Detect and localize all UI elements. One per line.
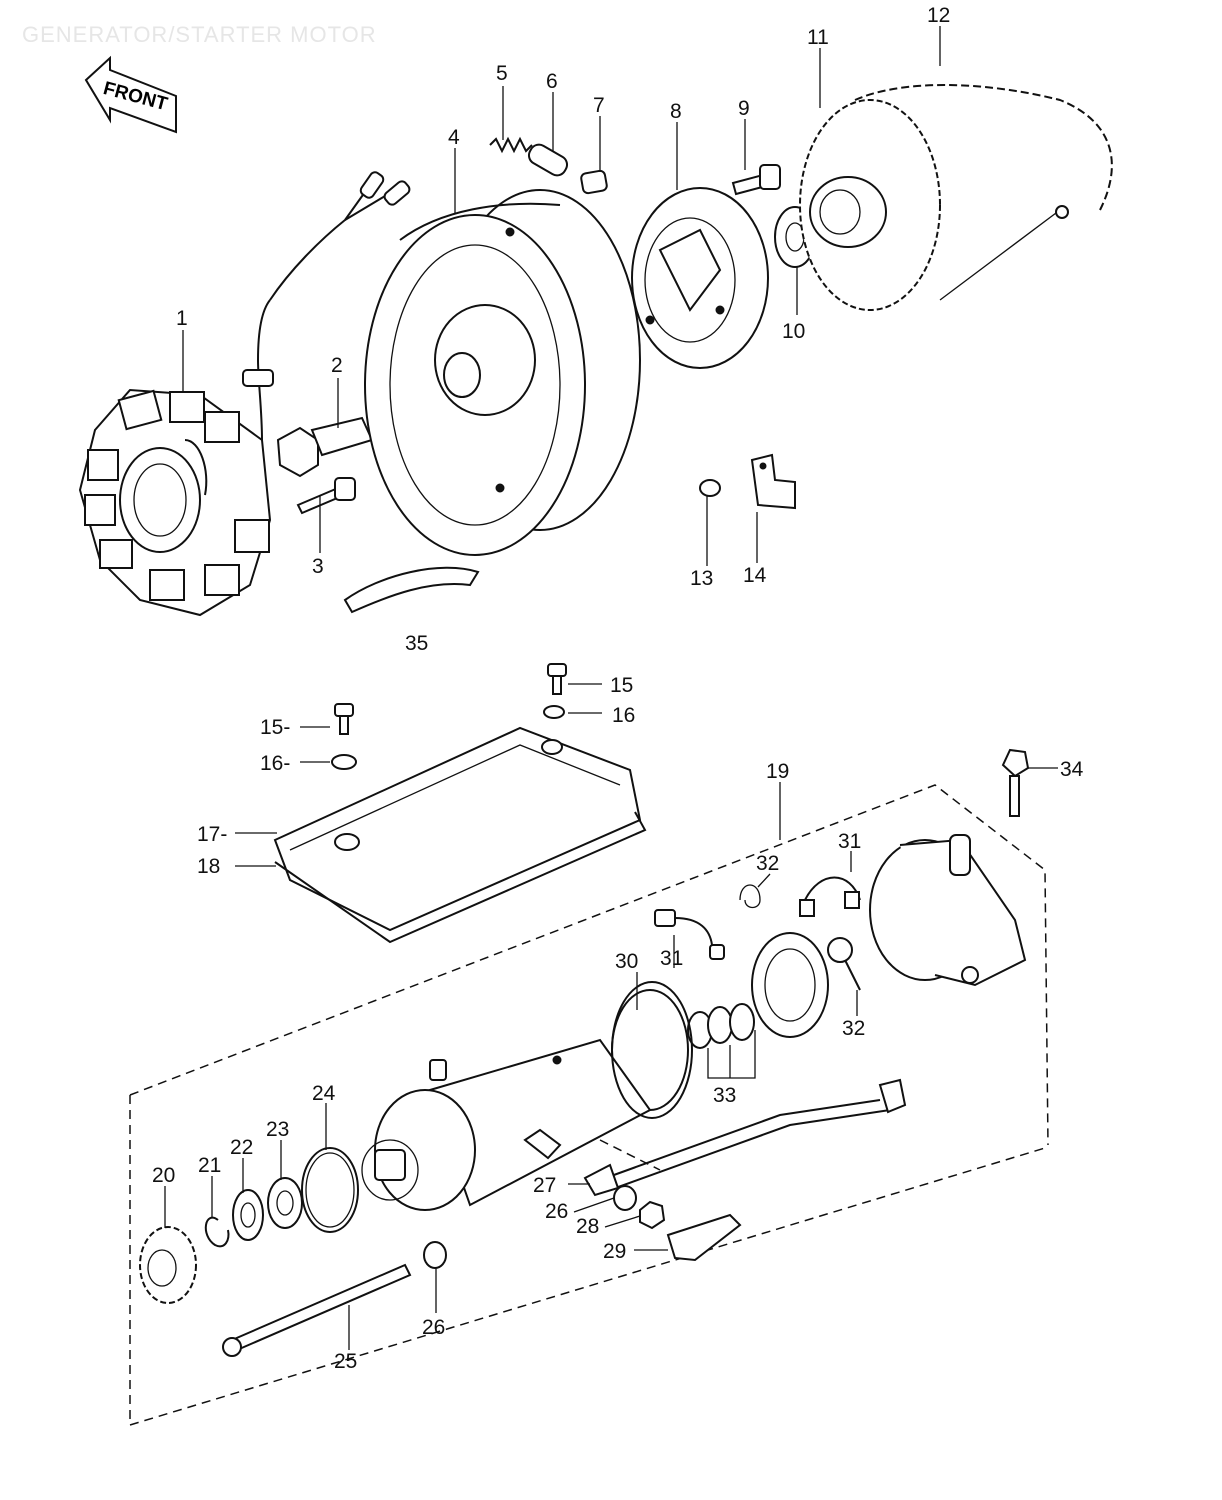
callout-1: 1	[176, 307, 188, 330]
callout-35: 35	[405, 632, 428, 655]
diagram-title: GENERATOR/STARTER MOTOR	[22, 22, 377, 47]
callout-13: 13	[690, 567, 713, 590]
drive-gear-part	[139, 1226, 197, 1304]
callout-22: 22	[230, 1136, 253, 1159]
callout-15-top: 15	[610, 674, 633, 697]
callout-26-right: 26	[545, 1200, 568, 1223]
brush-holder-part	[799, 876, 861, 917]
rotor-bolt-part	[276, 416, 374, 478]
callout-5: 5	[496, 62, 508, 85]
brush-plate-part	[751, 932, 829, 1038]
starter-cable-part	[583, 1078, 907, 1197]
front-arrow-icon: FRONT	[84, 55, 177, 134]
starter-motor-part	[361, 989, 689, 1211]
callout-14: 14	[743, 564, 767, 587]
bracket-bolt-part	[1001, 748, 1030, 817]
callout-32-top: 32	[756, 852, 779, 875]
cover-washer-part	[331, 705, 565, 770]
starter-end-cover-part	[869, 834, 1027, 987]
cap-part	[580, 169, 608, 195]
pin-part	[527, 143, 569, 177]
through-bolt-part	[222, 1263, 412, 1357]
chain-part	[854, 84, 1113, 301]
callout-12: 12	[927, 4, 950, 27]
callout-7: 7	[593, 94, 605, 117]
callout-15-left: 15-	[260, 716, 290, 739]
callout-10: 10	[782, 320, 805, 343]
callout-6: 6	[546, 70, 558, 93]
callout-33: 33	[713, 1084, 736, 1107]
cover-bolt-part	[334, 663, 567, 735]
starter-clutch-part	[631, 187, 769, 369]
cover-gasket-part	[274, 811, 647, 944]
tool-part	[343, 566, 480, 614]
starter-assembly-boundary	[129, 784, 1049, 1427]
callout-19: 19	[766, 760, 789, 783]
callout-17: 17-	[197, 823, 227, 846]
callout-18: 18	[197, 855, 220, 878]
brush-lead-part	[654, 909, 725, 960]
callout-16-left: 16-	[260, 752, 290, 775]
callout-31-mid: 31	[660, 947, 683, 970]
small-screw-part	[699, 479, 721, 497]
callout-16-top: 16	[612, 704, 635, 727]
callout-21: 21	[198, 1154, 221, 1177]
sprocket-part	[799, 99, 941, 311]
callout-20: 20	[152, 1164, 175, 1187]
callout-8: 8	[670, 100, 682, 123]
callout-9: 9	[738, 97, 750, 120]
shim-washer-part	[687, 1003, 755, 1049]
bracket-part	[750, 453, 796, 510]
leader-lines	[164, 26, 1058, 1350]
callout-32-mid: 32	[842, 1017, 865, 1040]
callout-2: 2	[331, 354, 343, 377]
stator-screw-part	[296, 477, 356, 515]
stator-wire-lead	[242, 171, 411, 441]
callout-34: 34	[1060, 758, 1084, 781]
callout-28: 28	[576, 1215, 599, 1238]
thrust-washer-part	[267, 1177, 303, 1229]
collar-part	[232, 1189, 264, 1241]
o-ring-large-part	[611, 981, 693, 1119]
callout-23: 23	[266, 1118, 289, 1141]
circlip-part	[204, 1216, 230, 1248]
callout-29: 29	[603, 1240, 626, 1263]
callout-30: 30	[615, 950, 638, 973]
callout-27: 27	[533, 1174, 556, 1197]
stator-part	[78, 388, 272, 617]
nut-part	[639, 1200, 666, 1230]
callout-26-bottom: 26	[422, 1316, 445, 1339]
terminal-boot-part	[666, 1213, 742, 1262]
spring-part	[489, 136, 533, 154]
callout-11: 11	[807, 26, 829, 49]
callout-31-top: 31	[838, 830, 861, 853]
callout-3: 3	[312, 555, 324, 578]
brush-spring-part	[739, 884, 861, 991]
callout-numbers: 1 2 3 4 5 6 7 8 9 10 11 12 13 14 35 15 1…	[152, 4, 1084, 1373]
o-ring-part	[301, 1147, 359, 1233]
callout-24: 24	[312, 1082, 336, 1105]
flywheel-rotor-part	[364, 189, 641, 556]
callout-4: 4	[448, 126, 460, 149]
callout-25: 25	[334, 1350, 357, 1373]
clutch-bolt-part	[731, 164, 781, 196]
